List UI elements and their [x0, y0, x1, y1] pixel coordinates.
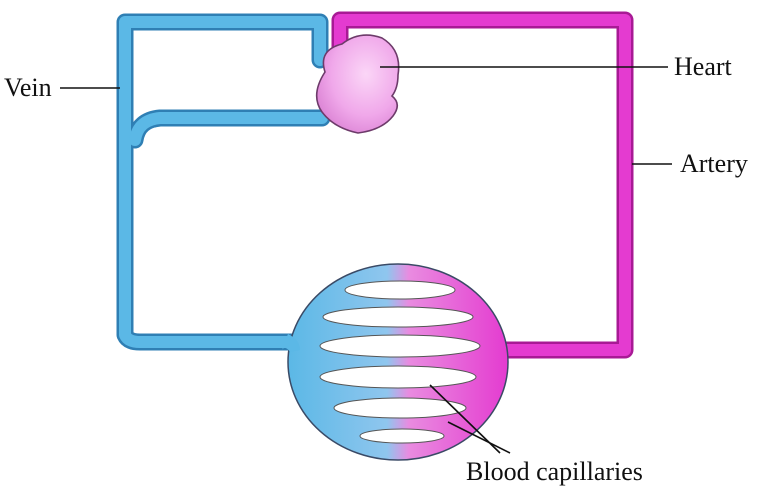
vein-outer-loop-outline [125, 22, 320, 342]
capillary-gap-2 [323, 307, 473, 327]
heart-label: Heart [674, 52, 733, 81]
artery-label: Artery [680, 149, 748, 178]
vein-vessels [125, 22, 322, 342]
heart [317, 35, 399, 133]
vein-outer-loop [125, 22, 320, 342]
capillary-gap-4 [320, 366, 476, 388]
capillary-gap-6 [360, 429, 444, 443]
heart-shape [317, 35, 399, 133]
capillaries-label: Blood capillaries [466, 457, 643, 486]
vein-label: Vein [4, 73, 52, 102]
capillary-gap-1 [345, 281, 455, 299]
capillary-bed [282, 264, 508, 460]
vein-lower-branch [135, 118, 322, 140]
capillary-gap-3 [320, 335, 480, 357]
